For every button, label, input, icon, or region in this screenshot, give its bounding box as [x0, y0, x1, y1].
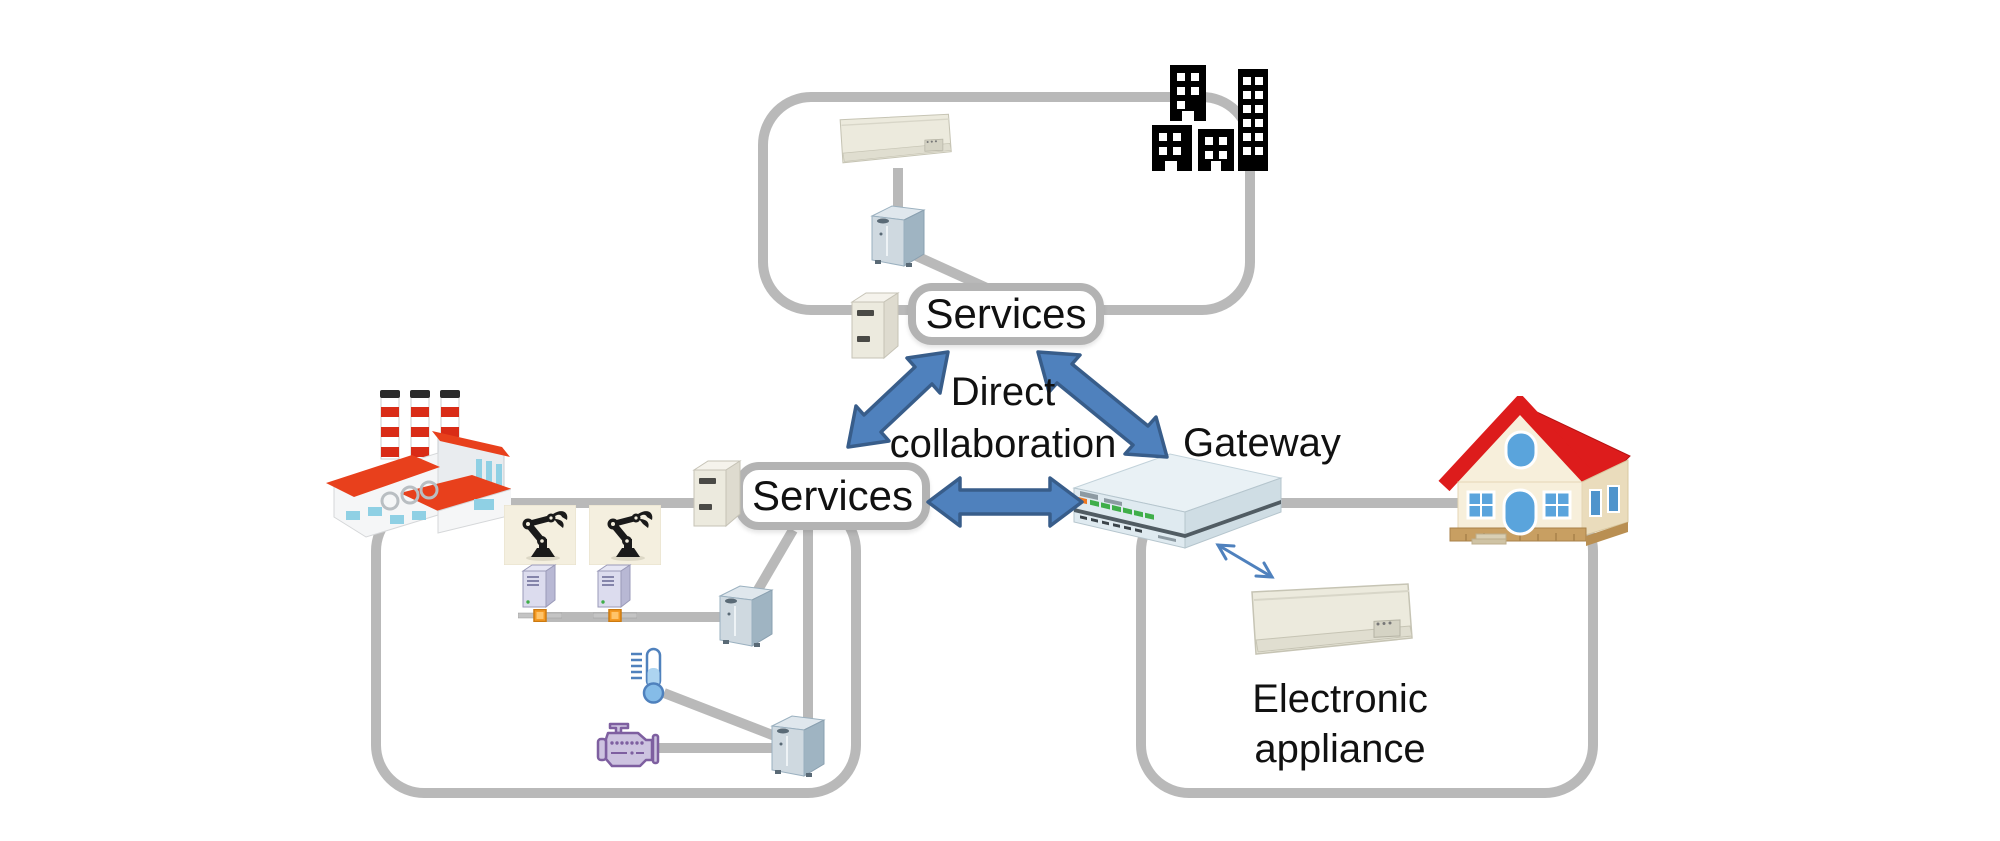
- home-loop: [1136, 498, 1598, 798]
- office-buildings-icon: [1152, 65, 1268, 171]
- server-tower-icon: [770, 715, 826, 777]
- network-hub-icon: [518, 609, 562, 622]
- air-conditioner-icon: [839, 113, 952, 164]
- robot-arm-icon: [504, 505, 576, 565]
- motor-icon: [596, 722, 660, 768]
- chimney-icon: [380, 390, 400, 460]
- electronic-appliance-label: Electronic appliance: [1240, 674, 1440, 774]
- network-hub-icon: [593, 609, 637, 622]
- block-arrow-services-top-left: [846, 350, 950, 449]
- services-box-left: Services: [735, 462, 930, 530]
- direct-collaboration-label: Direct collaboration: [803, 366, 1203, 470]
- services-left-label: Services: [751, 472, 914, 519]
- robot-arm-icon: [589, 505, 661, 565]
- house-icon: [1438, 396, 1631, 546]
- thin-arrow-gateway-appliance: [1215, 543, 1275, 579]
- pc-tower-icon: [521, 564, 557, 609]
- server-tower-icon: [718, 585, 774, 647]
- gateway-router-icon: [1072, 453, 1283, 549]
- file-server-icon: [850, 292, 900, 360]
- direct-collaboration-line2: collaboration: [889, 422, 1117, 466]
- factory-loop: [371, 498, 861, 798]
- pc-tower-icon: [596, 564, 632, 609]
- electronic-appliance-line2: appliance: [1254, 727, 1426, 771]
- chimney-icon: [410, 390, 430, 460]
- services-top-label: Services: [925, 290, 1087, 337]
- factory-icon: [326, 390, 511, 538]
- air-conditioner-icon: [1251, 583, 1413, 655]
- services-box-top: Services: [908, 283, 1104, 345]
- server-tower-icon: [870, 205, 926, 267]
- direct-collaboration-line1: Direct: [950, 370, 1056, 414]
- thermometer-icon: [631, 647, 665, 704]
- gateway-label: Gateway: [1183, 421, 1341, 465]
- file-server-icon: [692, 460, 742, 528]
- block-arrow-services-left-gateway: [926, 476, 1084, 528]
- block-arrow-services-top-gateway: [1036, 350, 1169, 459]
- electronic-appliance-line1: Electronic: [1252, 677, 1428, 721]
